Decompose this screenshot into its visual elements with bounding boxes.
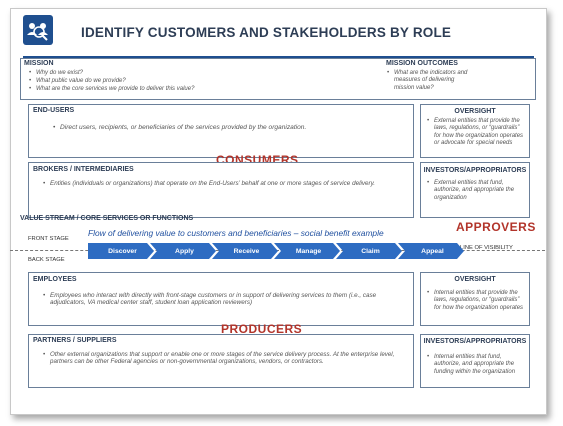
partners-heading: PARTNERS / SUPPLIERS — [33, 337, 117, 344]
oversight-top-heading: OVERSIGHT — [454, 108, 496, 115]
mission-outcomes-item: What are the indicators and measures of … — [387, 70, 468, 92]
brokers-text: Entities (individuals or organizations) … — [43, 180, 405, 188]
investors-top-heading: INVESTORS/APPROPRIATORS — [423, 167, 527, 174]
mission-item: What public value do we provide? — [29, 78, 366, 86]
brokers-box — [28, 162, 414, 218]
investors-top-text: External entities that fund, authorize, … — [427, 180, 524, 202]
mission-heading: MISSION — [24, 60, 54, 67]
people-search-icon — [23, 15, 53, 45]
oversight-bottom-heading: OVERSIGHT — [454, 276, 496, 283]
step-discover: Discover — [88, 243, 154, 259]
back-stage-label: BACK STAGE — [28, 257, 65, 263]
oversight-bottom-text: Internal entities that provide the laws,… — [427, 290, 524, 312]
mission-item: Why do we exist? — [29, 70, 366, 78]
partners-text: Other external organizations that suppor… — [43, 351, 405, 366]
approvers-label: APPROVERS — [456, 220, 536, 234]
flow-caption: Flow of delivering value to customers an… — [88, 228, 384, 238]
mission-item: What are the core services we provide to… — [29, 86, 366, 94]
title-rule — [23, 56, 534, 58]
producers-label: PRODUCERS — [221, 322, 303, 336]
brokers-heading: BROKERS / INTERMEDIARIES — [33, 166, 134, 173]
step-apply: Apply — [150, 243, 216, 259]
end-users-heading: END-USERS — [33, 107, 75, 114]
step-claim: Claim — [336, 243, 402, 259]
employees-text: Employees who interact with directly wit… — [43, 292, 405, 307]
line-of-visibility-label: LINE OF VISIBILITY — [460, 245, 513, 251]
front-stage-label: FRONT STAGE — [28, 236, 69, 242]
mission-outcomes-heading: MISSION OUTCOMES — [386, 60, 458, 67]
investors-bottom-text: Internal entities that fund, authorize, … — [427, 354, 524, 376]
end-users-text: Direct users, recipients, or beneficiari… — [53, 124, 400, 132]
oversight-top-text: External entities that provide the laws,… — [427, 118, 526, 148]
page-title: IDENTIFY CUSTOMERS AND STAKEHOLDERS BY R… — [81, 25, 452, 40]
investors-bottom-heading: INVESTORS/APPROPRIATORS — [423, 338, 527, 345]
step-appeal: Appeal — [398, 243, 464, 259]
step-receive: Receive — [212, 243, 278, 259]
step-manage: Manage — [274, 243, 340, 259]
value-stream-heading: VALUE STREAM / CORE SERVICES OR FUNCTION… — [20, 215, 194, 222]
employees-heading: EMPLOYEES — [33, 276, 77, 283]
